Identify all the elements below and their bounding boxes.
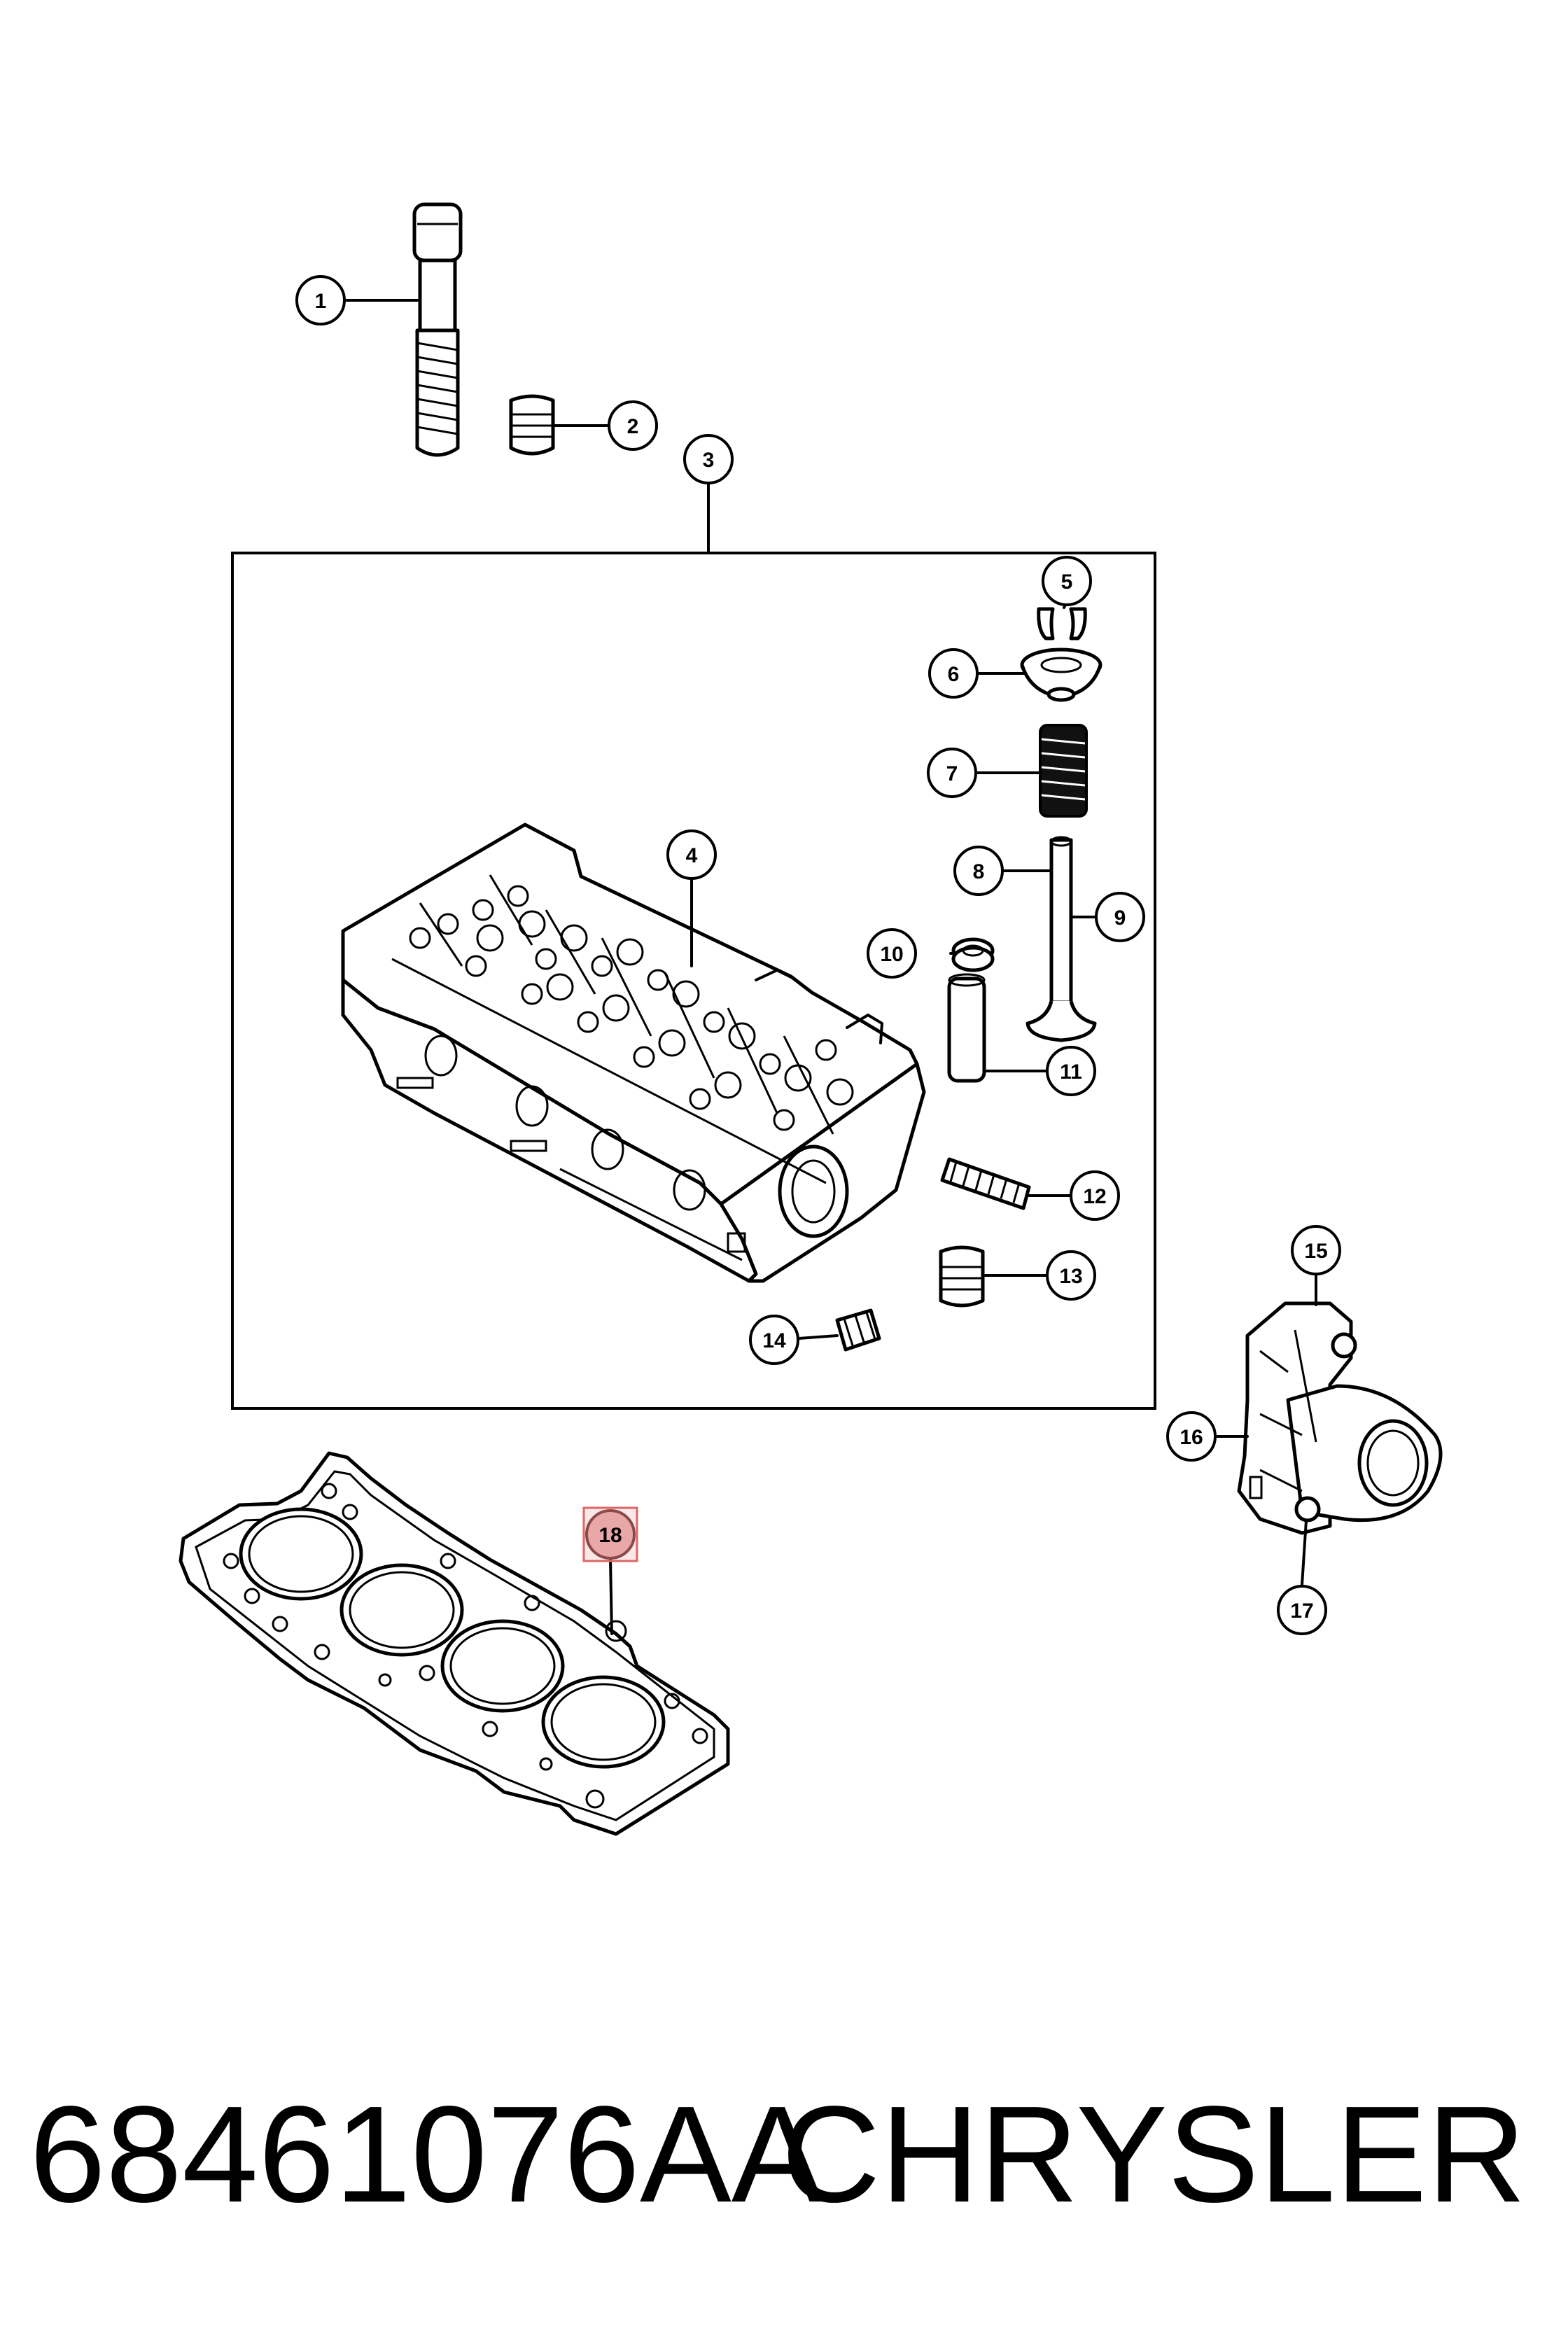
callout-12[interactable]: 12 bbox=[1070, 1170, 1120, 1221]
stud bbox=[940, 1157, 1031, 1210]
callout-14[interactable]: 14 bbox=[749, 1315, 799, 1365]
valve bbox=[1026, 836, 1097, 1042]
part-number: 68461076AA bbox=[29, 2078, 823, 2231]
valve-stem-seal bbox=[951, 937, 995, 972]
callout-7[interactable]: 7 bbox=[927, 748, 977, 798]
callout-17[interactable]: 17 bbox=[1277, 1585, 1327, 1635]
callout-15[interactable]: 15 bbox=[1291, 1225, 1341, 1275]
callout-10[interactable]: 10 bbox=[867, 928, 917, 979]
callout-4[interactable]: 4 bbox=[666, 830, 717, 880]
callout-5[interactable]: 5 bbox=[1042, 556, 1092, 606]
coolant-outlet-housing bbox=[1237, 1301, 1443, 1535]
callout-1[interactable]: 1 bbox=[295, 275, 346, 326]
callout-label-12: 12 bbox=[1083, 1185, 1106, 1208]
callout-label-17: 17 bbox=[1290, 1600, 1313, 1623]
spring-retainer bbox=[1020, 648, 1102, 702]
callout-label-18: 18 bbox=[598, 1524, 622, 1547]
callout-8[interactable]: 8 bbox=[953, 846, 1004, 896]
callout-label-8: 8 bbox=[973, 860, 985, 883]
callout-11[interactable]: 11 bbox=[1046, 1046, 1096, 1096]
callout-16[interactable]: 16 bbox=[1166, 1411, 1217, 1462]
callout-label-16: 16 bbox=[1180, 1426, 1203, 1449]
callout-label-3: 3 bbox=[703, 449, 715, 472]
callout-label-1: 1 bbox=[315, 290, 327, 313]
valve-guide bbox=[947, 973, 986, 1083]
head-gasket bbox=[178, 1451, 730, 1836]
callout-label-13: 13 bbox=[1059, 1265, 1082, 1288]
cylinder-head bbox=[341, 822, 926, 1283]
callout-3[interactable]: 3 bbox=[683, 434, 734, 484]
valve-keepers bbox=[1037, 607, 1087, 640]
dowel-plug bbox=[509, 394, 555, 456]
expansion-plug bbox=[939, 1245, 985, 1308]
callout-label-11: 11 bbox=[1060, 1060, 1082, 1084]
callout-label-15: 15 bbox=[1304, 1240, 1327, 1263]
callout-label-5: 5 bbox=[1061, 570, 1073, 594]
callout-label-14: 14 bbox=[762, 1329, 786, 1352]
callout-label-7: 7 bbox=[946, 762, 958, 785]
callout-18[interactable]: 18 bbox=[582, 1506, 638, 1562]
callout-label-2: 2 bbox=[627, 415, 639, 438]
callout-2[interactable]: 2 bbox=[608, 400, 658, 451]
assembly-frame bbox=[231, 552, 1156, 1410]
valve-spring bbox=[1039, 724, 1088, 818]
brand-name: CHRYSLER bbox=[781, 2078, 1526, 2231]
callout-label-9: 9 bbox=[1114, 906, 1126, 930]
callout-13[interactable]: 13 bbox=[1046, 1250, 1096, 1301]
leader-lines bbox=[340, 299, 1317, 1635]
small-plug bbox=[835, 1308, 881, 1352]
callout-6[interactable]: 6 bbox=[928, 648, 979, 699]
callout-label-4: 4 bbox=[686, 844, 698, 867]
callout-label-6: 6 bbox=[948, 663, 960, 686]
callout-label-10: 10 bbox=[880, 943, 903, 966]
head-bolt bbox=[412, 202, 463, 457]
callout-9[interactable]: 9 bbox=[1095, 892, 1145, 942]
